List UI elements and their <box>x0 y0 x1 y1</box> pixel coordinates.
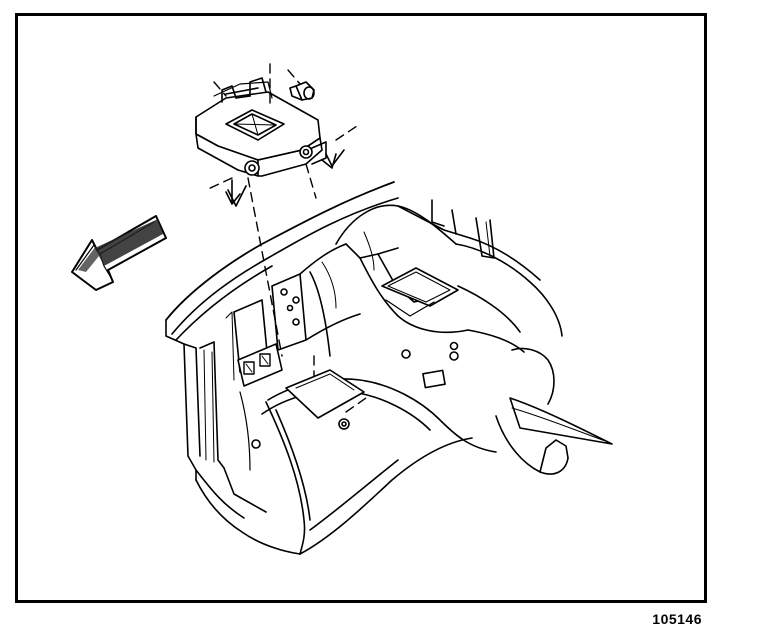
figure-number: 105146 <box>652 611 702 627</box>
mounting-bracket <box>196 78 326 176</box>
bolt-icon <box>290 82 314 100</box>
illustration-frame <box>15 13 707 603</box>
vehicle-body-structure <box>166 182 612 554</box>
direction-arrow-icon <box>72 216 166 290</box>
